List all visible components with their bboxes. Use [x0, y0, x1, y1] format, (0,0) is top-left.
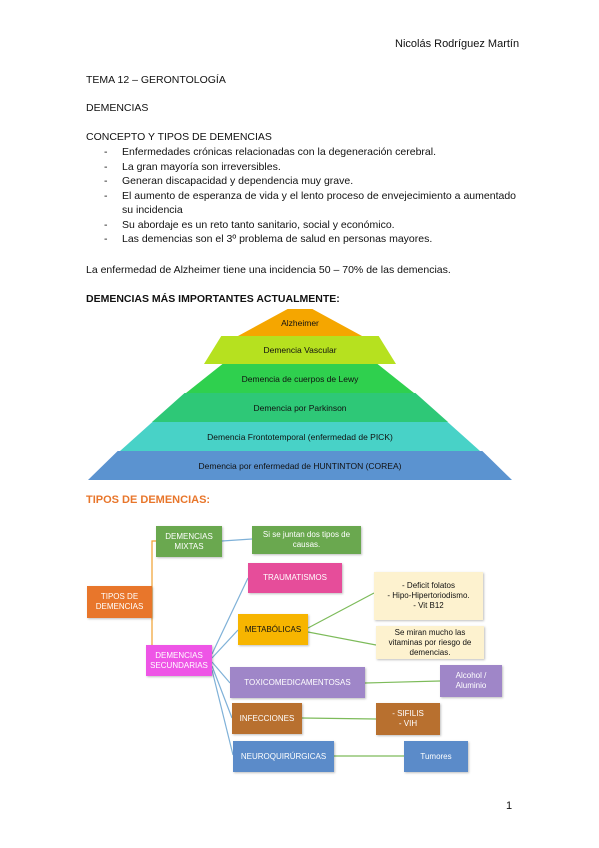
box-toxico-note: Alcohol / Aluminio: [440, 665, 502, 697]
box-neuro-note: Tumores: [404, 741, 468, 772]
box-mixtas-note: Si se juntan dos tipos de causas.: [252, 526, 361, 554]
metabolic-list: - Deficit folatos - Hipo-Hipertoriodismo…: [387, 581, 469, 611]
infection-list-item: - SIFILIS: [392, 709, 424, 718]
box-demencias-mixtas: DEMENCIAS MIXTAS: [156, 526, 222, 557]
box-label: NEUROQUIRÚRGICAS: [240, 751, 327, 761]
box-label: DEMENCIAS SECUNDARIAS: [150, 650, 208, 670]
box-toxicomedicamentosas: TOXICOMEDICAMENTOSAS: [230, 667, 365, 698]
connector-infec-list: [301, 717, 377, 720]
pyramid-label: Demencia Frontotemporal (enfermedad de P…: [207, 431, 393, 442]
connector-sec-toxico: [211, 661, 231, 684]
bullet-item: El aumento de esperanza de vida y el len…: [104, 189, 516, 218]
topic-title: TEMA 12 – GERONTOLOGÍA: [86, 74, 226, 86]
page-number: 1: [506, 800, 513, 812]
pyramid-layer-vascular: Demencia Vascular: [204, 336, 396, 364]
box-metabolic-note: Se miran mucho las vitaminas por riesgo …: [376, 626, 484, 659]
pyramid-label: Demencia de cuerpos de Lewy: [241, 373, 359, 384]
connector-sec-trauma: [211, 577, 249, 655]
concept-bullet-list: Enfermedades crónicas relacionadas con l…: [104, 145, 516, 247]
box-neuroquirurgicas: NEUROQUIRÚRGICAS: [233, 741, 334, 772]
box-demencias-secundarias: DEMENCIAS SECUNDARIAS: [146, 645, 212, 676]
infection-list: - SIFILIS - VIH: [392, 709, 424, 729]
box-label: METABÓLICAS: [244, 624, 302, 634]
infection-list-item: - VIH: [398, 719, 418, 728]
pyramid-label: Demencia Vascular: [263, 345, 337, 355]
pyramid-layer-huntinton: Demencia por enfermedad de HUNTINTON (CO…: [88, 451, 512, 480]
box-infection-list: - SIFILIS - VIH: [376, 703, 440, 735]
bullet-item: La gran mayoría son irreversibles.: [104, 160, 516, 175]
box-label: INFECCIONES: [239, 713, 295, 723]
box-tipos-demencias: TIPOS DE DEMENCIAS: [87, 586, 152, 618]
connector-toxico-note: [364, 680, 441, 684]
box-infecciones: INFECCIONES: [232, 703, 302, 734]
connector-root-mixtas: [151, 540, 156, 602]
bullet-item: Las demencias son el 3º problema de salu…: [104, 232, 516, 247]
bullet-item: Generan discapacidad y dependencia muy g…: [104, 174, 516, 189]
tipos-heading: TIPOS DE DEMENCIAS:: [86, 494, 211, 506]
box-label: TRAUMATISMOS: [263, 573, 327, 582]
box-label: Se miran mucho las vitaminas por riesgo …: [388, 627, 472, 657]
section-title: DEMENCIAS: [86, 102, 149, 114]
connector-metab-list: [307, 592, 375, 629]
pyramid-label: Demencia por enfermedad de HUNTINTON (CO…: [198, 460, 402, 471]
pyramid-layer-lewy: Demencia de cuerpos de Lewy: [186, 364, 414, 393]
bullet-item: Su abordaje es un reto tanto sanitario, …: [104, 218, 516, 233]
connector-sec-infec: [211, 665, 233, 719]
box-metabolicas: METABÓLICAS: [238, 614, 308, 645]
major-dementias-heading: DEMENCIAS MÁS IMPORTANTES ACTUALMENTE:: [86, 293, 340, 305]
pyramid-layer-parkinson: Demencia por Parkinson: [152, 393, 448, 422]
metabolic-list-item: - Vit B12: [413, 601, 444, 610]
alzheimer-note: La enfermedad de Alzheimer tiene una inc…: [86, 264, 451, 276]
metabolic-list-item: - Deficit folatos: [402, 581, 455, 590]
box-label: Alcohol / Aluminio: [455, 671, 487, 690]
connector-metab-note: [307, 631, 377, 646]
metabolic-list-item: - Hipo-Hipertoriodismo.: [387, 591, 470, 600]
box-label: Tumores: [420, 751, 452, 761]
bullet-item: Enfermedades crónicas relacionadas con l…: [104, 145, 516, 160]
box-label: TIPOS DE DEMENCIAS: [95, 592, 144, 611]
box-metabolic-list: - Deficit folatos - Hipo-Hipertoriodismo…: [374, 572, 483, 620]
pyramid-layer-frontotemporal: Demencia Frontotemporal (enfermedad de P…: [120, 422, 480, 451]
box-label: TOXICOMEDICAMENTOSAS: [244, 677, 351, 687]
pyramid-label: Demencia por Parkinson: [253, 402, 347, 413]
pyramid-label: Alzheimer: [281, 317, 319, 328]
connector-sec-neuro: [211, 669, 234, 756]
box-label: DEMENCIAS MIXTAS: [165, 531, 213, 551]
author-name: Nicolás Rodríguez Martín: [395, 38, 520, 50]
box-label: Si se juntan dos tipos de causas.: [262, 530, 351, 549]
concept-heading: CONCEPTO Y TIPOS DE DEMENCIAS: [86, 131, 272, 143]
box-traumatismos: TRAUMATISMOS: [248, 563, 342, 593]
connector-sec-metab: [211, 629, 239, 659]
connector-mixtas-note: [221, 538, 253, 542]
